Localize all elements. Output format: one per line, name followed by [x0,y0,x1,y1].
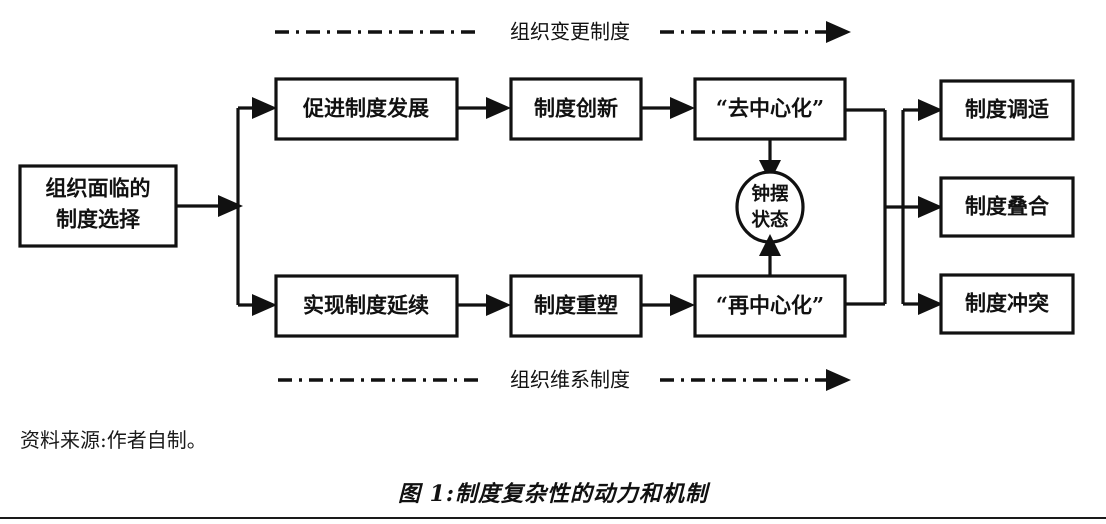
bottom-dashed-arrowhead [826,369,851,391]
node-lower-2-label: 制度重塑 [534,293,618,318]
node-outcome-3[interactable]: 制度冲突 [939,273,1075,335]
node-lower-3-label: “再中心化” [716,293,824,318]
source-note: 资料来源:作者自制。 [20,428,207,452]
split-upper-arrowhead [252,97,277,119]
edge-merge-bus [845,108,903,306]
node-upper-2[interactable]: 制度创新 [509,77,643,141]
node-start[interactable]: 组织面临的 制度选择 [18,164,178,248]
bottom-dashed-label: 组织维系制度 [510,368,630,392]
node-upper-1-box[interactable] [274,77,459,141]
edge-lower-1-2-arrowhead [486,294,511,316]
node-lower-1-box[interactable] [274,274,459,338]
node-lower-3-box[interactable] [693,274,847,338]
figure-caption: 图 1:制度复杂性的动力和机制 [397,481,709,507]
node-upper-3[interactable]: “去中心化” [693,77,847,141]
fanout-arrowhead-2 [918,196,943,218]
flow-top-dashed: 组织变更制度 [275,20,851,44]
node-upper-2-label: 制度创新 [534,96,618,121]
node-outcome-2[interactable]: 制度叠合 [939,176,1075,238]
fanout-arrowhead-1 [918,99,943,121]
edge-start-arrowhead [218,195,243,217]
edge-lower3-pendulum-arrowhead [759,234,781,256]
edge-lower-2-to-3 [641,294,695,316]
edge-lower-1-to-2 [457,294,511,316]
node-lower-1-label: 实现制度延续 [303,293,429,318]
edge-split-bus [236,97,277,316]
node-outcome-1[interactable]: 制度调适 [939,79,1075,141]
node-start-label-line1: 组织面临的 [46,176,151,201]
node-upper-2-box[interactable] [509,77,643,141]
edge-start-to-split [176,195,243,217]
node-outcome-1-box[interactable] [939,79,1075,141]
edge-upper-1-to-2 [457,97,511,119]
node-upper-3-label: “去中心化” [716,96,824,121]
bottom-rule [0,517,1106,519]
top-dashed-label: 组织变更制度 [510,20,630,44]
edge-upper-2-to-3 [641,97,695,119]
node-start-label-line2: 制度选择 [56,207,141,232]
edge-upper-2-3-arrowhead [670,97,695,119]
edge-lower-2-3-arrowhead [670,294,695,316]
node-upper-1[interactable]: 促进制度发展 [274,77,459,141]
node-pendulum[interactable]: 钟摆 状态 [735,170,805,244]
flow-bottom-dashed: 组织维系制度 [278,368,851,392]
node-lower-2-box[interactable] [509,274,643,338]
node-pendulum-label-line2: 状态 [751,209,789,231]
node-lower-3[interactable]: “再中心化” [693,274,847,338]
node-outcome-3-label: 制度冲突 [965,291,1049,316]
node-pendulum-ellipse[interactable] [735,170,805,244]
node-pendulum-label-line1: 钟摆 [751,183,789,205]
node-outcome-2-box[interactable] [939,176,1075,238]
node-outcome-2-label: 制度叠合 [965,194,1050,219]
edge-lower3-to-pendulum [759,234,781,276]
node-lower-2[interactable]: 制度重塑 [509,274,643,338]
node-outcome-3-box[interactable] [939,273,1075,335]
fanout-arrowhead-3 [918,293,943,315]
edge-upper-1-2-arrowhead [486,97,511,119]
top-dashed-arrowhead [826,21,851,43]
split-lower-arrowhead [252,294,277,316]
node-upper-1-label: 促进制度发展 [302,96,429,121]
edge-fanout-bus [901,99,943,315]
node-outcome-1-label: 制度调适 [965,97,1049,122]
node-lower-1[interactable]: 实现制度延续 [274,274,459,338]
